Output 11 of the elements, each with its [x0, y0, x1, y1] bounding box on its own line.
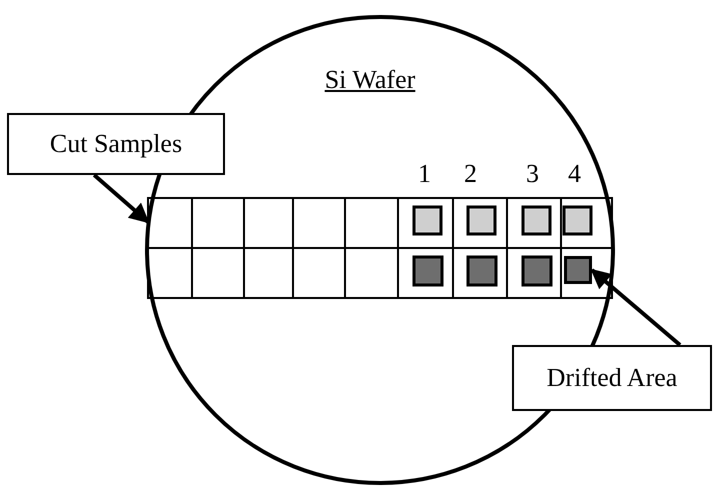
sample-strip [148, 198, 612, 298]
sample-number: 2 [464, 160, 477, 188]
callout-box: Cut Samples [7, 113, 225, 175]
callout-box: Drifted Area [512, 345, 712, 411]
leader-arrow [92, 174, 150, 224]
sample-number: 3 [526, 160, 539, 188]
leader-arrow [590, 268, 682, 347]
sample-number: 4 [568, 160, 581, 188]
wafer-title: Si Wafer [324, 65, 416, 95]
sample-square [564, 256, 592, 284]
sample-number: 1 [418, 160, 431, 188]
